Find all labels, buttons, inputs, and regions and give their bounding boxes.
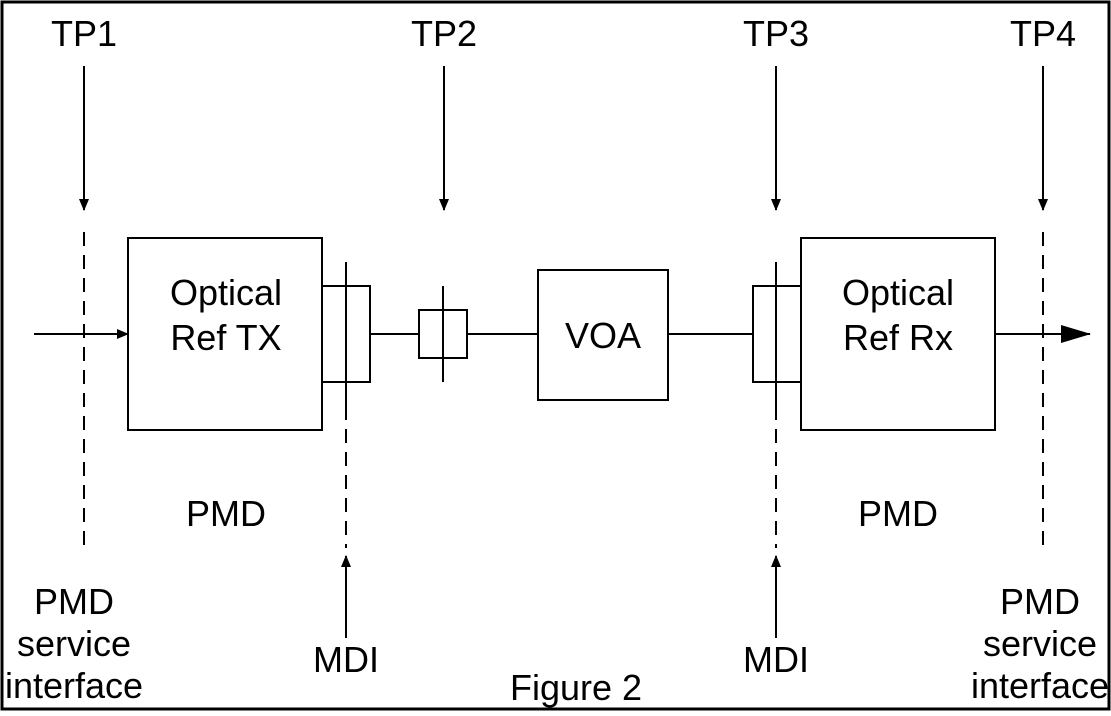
pmd-right-label: PMD — [858, 493, 938, 534]
tp2-label: TP2 — [411, 13, 477, 54]
service-right-line2: service — [983, 623, 1097, 664]
service-right-line1: PMD — [1000, 581, 1080, 622]
rx-label-line1: Optical — [842, 272, 954, 313]
tx-label-line1: Optical — [170, 272, 282, 313]
service-left-line1: PMD — [34, 581, 114, 622]
tp-arrows — [79, 66, 1048, 211]
service-right-line3: interface — [971, 665, 1109, 706]
figure-caption: Figure 2 — [510, 667, 642, 708]
mdi-left-label: MDI — [313, 639, 379, 680]
pmd-left-label: PMD — [186, 493, 266, 534]
voa-label: VOA — [565, 315, 641, 356]
service-interface-left: PMD service interface — [5, 581, 143, 706]
service-interface-right: PMD service interface — [971, 581, 1109, 706]
tp3-label: TP3 — [743, 13, 809, 54]
tx-label-line2: Ref TX — [170, 317, 281, 358]
service-left-line2: service — [17, 623, 131, 664]
voa-block — [537, 269, 669, 401]
rx-label-line2: Ref Rx — [843, 317, 953, 358]
tp4-label: TP4 — [1010, 13, 1076, 54]
tp1-label: TP1 — [51, 13, 117, 54]
mdi-right-label: MDI — [743, 639, 809, 680]
optical-ref-rx-block — [800, 237, 996, 431]
service-left-line3: interface — [5, 665, 143, 706]
